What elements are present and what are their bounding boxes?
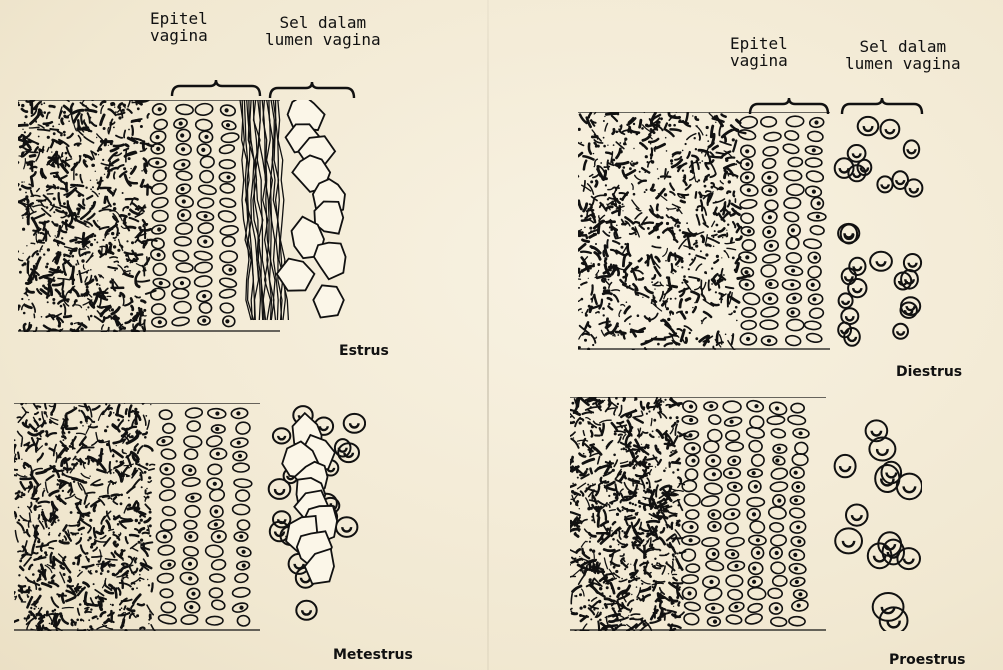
cornified-layer bbox=[240, 100, 288, 320]
stroma-texture bbox=[14, 403, 155, 631]
brace-epitel-left bbox=[170, 78, 262, 98]
lumen-cells bbox=[835, 420, 922, 631]
stage-label-diestrus: Diestrus bbox=[896, 364, 962, 380]
histology-drawing bbox=[14, 403, 366, 631]
stroma-texture bbox=[570, 397, 688, 631]
brace-lumen-left bbox=[268, 80, 356, 100]
lumen-cells bbox=[835, 117, 923, 346]
histology-drawing bbox=[570, 397, 922, 631]
sel-line2: lumen vagina bbox=[265, 30, 381, 49]
panel-estrus bbox=[18, 100, 380, 332]
histology-drawing bbox=[578, 112, 928, 350]
panel-proestrus bbox=[570, 397, 922, 631]
histology-drawing bbox=[18, 100, 380, 332]
epithelial-cells bbox=[148, 102, 239, 327]
epithelial-cells bbox=[156, 407, 252, 626]
stage-label-proestrus: Proestrus bbox=[889, 652, 966, 668]
stage-label-estrus: Estrus bbox=[339, 343, 389, 359]
epithelial-cells bbox=[681, 399, 809, 627]
epitel-line2: vagina bbox=[730, 51, 788, 70]
epithelial-cells bbox=[738, 116, 826, 347]
sel-line2: lumen vagina bbox=[845, 54, 961, 73]
page-fold bbox=[487, 0, 489, 670]
cornified-cells bbox=[277, 100, 346, 318]
panel-metestrus bbox=[14, 403, 366, 631]
stroma-texture bbox=[18, 100, 157, 332]
stage-label-metestrus: Metestrus bbox=[333, 647, 413, 663]
panel-diestrus bbox=[578, 112, 928, 350]
epitel-line2: vagina bbox=[150, 26, 208, 45]
